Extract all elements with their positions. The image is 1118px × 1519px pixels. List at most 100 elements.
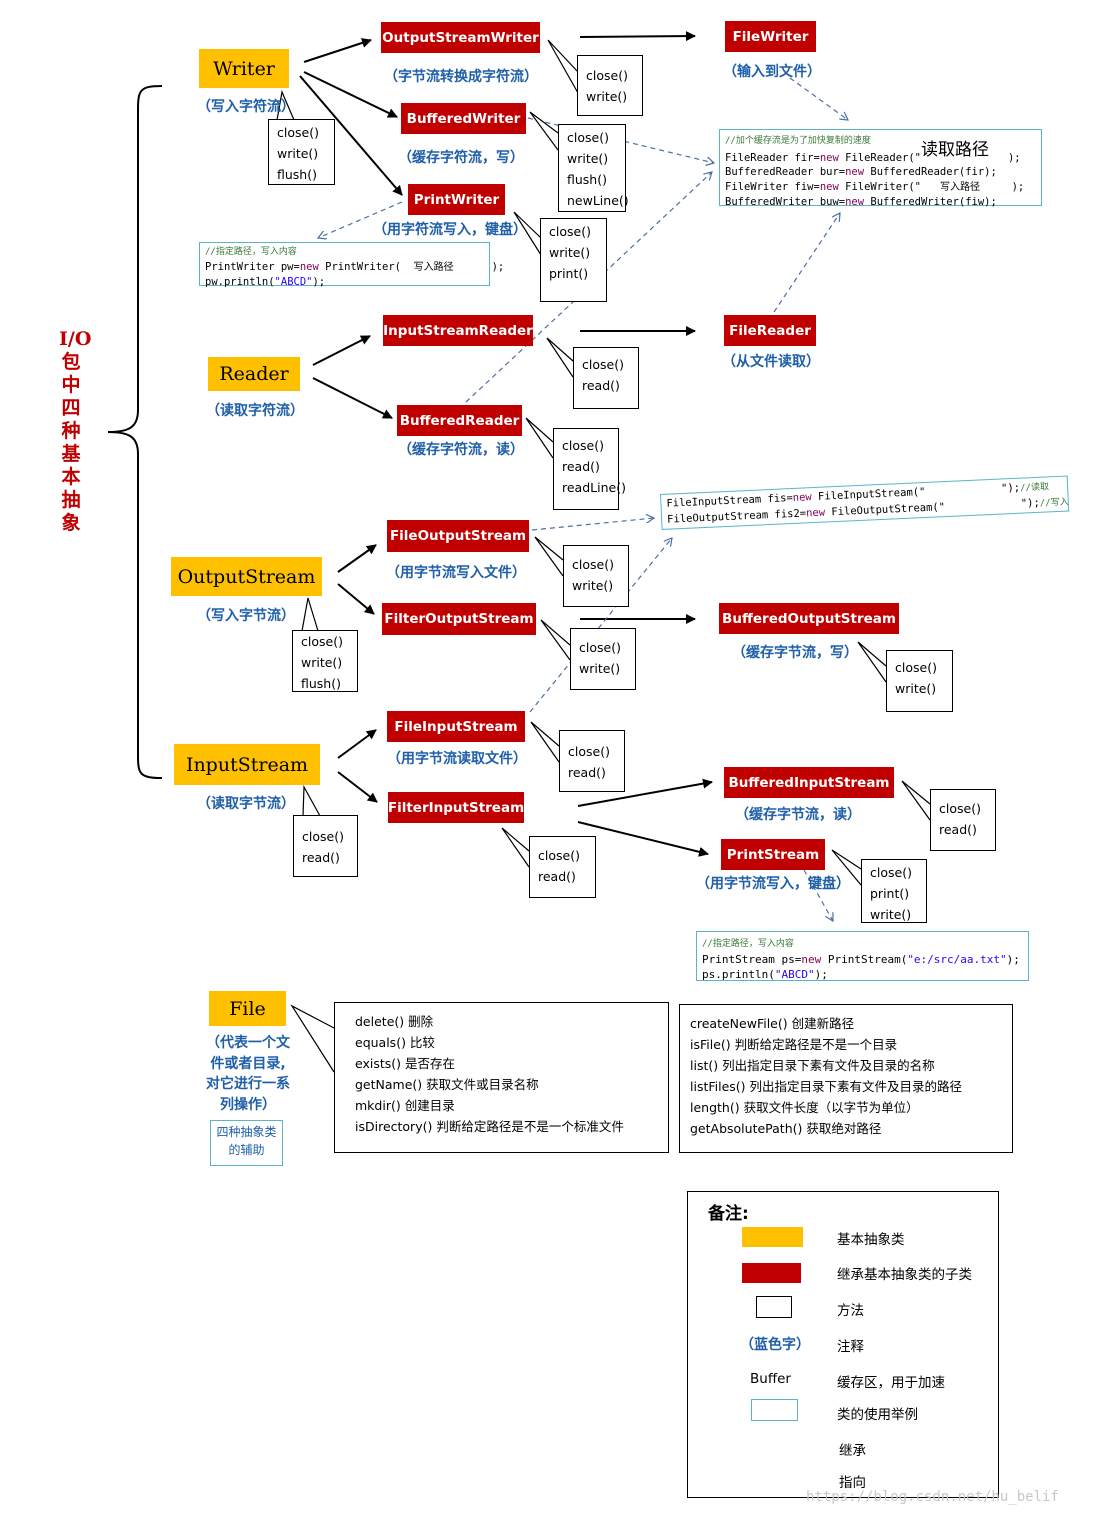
method: close()	[549, 224, 591, 239]
tail-bw-methods	[529, 111, 559, 151]
reader-writer-example: //加个缓存流是为了加快复制的速度 FileReader fir=new Fil…	[719, 129, 1042, 208]
code-comment: //加个缓存流是为了加快复制的速度	[725, 136, 871, 146]
code-text: FileReader("	[838, 151, 921, 164]
method: close()	[579, 640, 621, 655]
inputstream-label: InputStream	[185, 753, 309, 776]
method: print()	[549, 266, 589, 281]
code-text: BufferedWriter buw=	[725, 196, 846, 208]
outputstream-methods: close() write() flush()	[292, 630, 358, 692]
code-text: FileWriter("	[838, 180, 921, 193]
fileoutputstream-class: FileOutputStream	[387, 520, 529, 552]
legend-method-label: 方法	[837, 1303, 864, 1319]
code-text: FileReader fir=	[725, 151, 820, 164]
dash-fos-example	[531, 518, 654, 531]
file-method: getName() 获取文件或目录名称	[355, 1077, 539, 1092]
fileoutputstream-note: （用字节流写入文件）	[386, 565, 526, 581]
code-string: "ABCD"	[774, 968, 815, 981]
outputstream-label: OutputStream	[177, 565, 316, 588]
code-text: );	[312, 276, 326, 288]
code-keyword: new	[845, 166, 865, 178]
tail-isr-methods	[546, 337, 574, 378]
tail-bos-methods	[857, 641, 887, 683]
method: close()	[582, 357, 624, 372]
file-method: isDirectory() 判断给定路径是不是一个标准文件	[355, 1119, 624, 1134]
outputstream-note: （写入字节流）	[197, 608, 295, 624]
filereader-label: FileReader	[729, 322, 811, 339]
outputstreamwriter-note: （字节流转换成字符流）	[384, 69, 538, 85]
code-placeholder: 读取路径	[920, 139, 989, 160]
inputstreamreader-methods: close() read()	[573, 347, 639, 409]
filterinputstream-methods: close() read()	[529, 836, 596, 898]
fileinputstream-note: （用字节流读取文件）	[387, 751, 527, 767]
tail-file-desc	[290, 1004, 335, 1073]
filteroutputstream-class: FilterOutputStream	[382, 603, 536, 635]
code-comment: //指定路径，写入内容	[205, 247, 297, 257]
method: read()	[562, 459, 600, 474]
code-text: PrintStream(	[821, 953, 908, 966]
legend-point-label: 指向	[839, 1475, 866, 1491]
tail-bis-methods	[901, 780, 931, 821]
filereader-note: （从文件读取）	[722, 354, 820, 370]
code-string: "ABCD"	[274, 276, 313, 288]
method: write()	[572, 578, 614, 593]
code-keyword: new	[819, 180, 839, 193]
code-text: );	[1007, 151, 1021, 164]
code-keyword: new	[792, 491, 812, 504]
fileinputstream-class: FileInputStream	[387, 711, 525, 742]
method: read()	[939, 822, 977, 837]
bufferedoutputstream-note: （缓存字节流，写）	[732, 645, 858, 661]
code-text: FileWriter fiw=	[725, 180, 820, 193]
outputstream-class: OutputStream	[171, 557, 322, 596]
code-placeholder: 写入路径	[939, 181, 980, 193]
writer-note: （写入字符流）	[197, 99, 295, 115]
legend	[687, 1191, 999, 1498]
method: close()	[895, 660, 937, 675]
code-text: );	[814, 968, 828, 981]
tail-fis-methods	[530, 721, 560, 763]
file-note: （代表一个文件或者目录,对它进行一系列操作）	[206, 1035, 290, 1113]
code-comment: //读取	[1019, 482, 1050, 494]
filewriter-label: FileWriter	[732, 28, 809, 45]
method: write()	[277, 146, 319, 161]
code-placeholder: 写入路径	[413, 261, 454, 273]
arrow-reader-br	[312, 377, 393, 419]
legend-sub-label: 继承基本抽象类的子类	[837, 1267, 972, 1283]
method: write()	[579, 661, 621, 676]
bufferedwriter-note: （缓存字符流，写）	[398, 150, 524, 166]
method: close()	[301, 634, 343, 649]
method: close()	[586, 68, 628, 83]
diagram-title: I/O包中四种基本抽象	[59, 328, 92, 534]
code-text: PrintWriter pw=	[205, 260, 300, 273]
filteroutputstream-label: FilterOutputStream	[384, 611, 534, 627]
tail-osw-methods	[547, 39, 579, 94]
arrow-writer-osw	[303, 38, 372, 63]
file-method: exists() 是否存在	[355, 1056, 455, 1071]
tail-filterin-methods	[501, 827, 530, 868]
file-class: File	[209, 991, 286, 1026]
reader-class: Reader	[208, 357, 300, 391]
code-keyword: new	[819, 151, 839, 164]
file-label: File	[229, 997, 266, 1020]
method: read()	[538, 869, 576, 884]
code-text: );	[491, 260, 505, 273]
fileio-example: FileInputStream fis=new FileInputStream(…	[660, 475, 1070, 530]
method: close()	[538, 848, 580, 863]
printwriter-example: //指定路径，写入内容 PrintWriter pw=new PrintWrit…	[199, 242, 504, 288]
bufferedwriter-label: BufferedWriter	[406, 110, 521, 127]
code-text: ");	[1000, 481, 1021, 495]
arrow-os-filterout	[337, 583, 375, 615]
printstream-class: PrintStream	[721, 839, 825, 870]
file-method: listFiles() 列出指定目录下素有文件及目录的路径	[690, 1079, 963, 1094]
file-method: delete() 删除	[355, 1014, 434, 1029]
legend-example-box	[751, 1399, 798, 1421]
method: flush()	[277, 167, 317, 182]
method: write()	[549, 245, 591, 260]
outputstreamwriter-class: OutputStreamWriter	[381, 22, 540, 53]
code-text: );	[1011, 180, 1025, 193]
legend-buffer-label: 缓存区，用于加速	[837, 1375, 945, 1391]
code-keyword: new	[299, 260, 319, 273]
code-text: ");	[1020, 496, 1041, 510]
inputstream-class: InputStream	[174, 744, 320, 785]
bufferedwriter-methods: close() write() flush() newLine()	[558, 124, 629, 212]
code-keyword: new	[801, 953, 822, 966]
